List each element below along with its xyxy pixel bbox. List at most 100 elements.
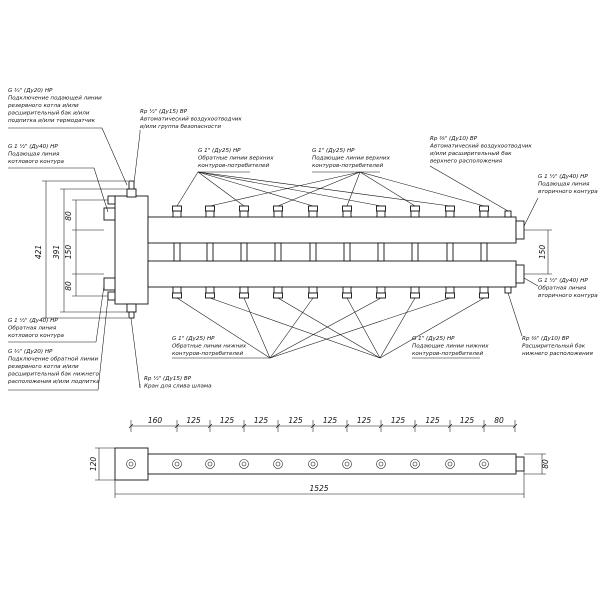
- leader-line: [359, 171, 416, 207]
- plan-port-outer: [205, 459, 215, 469]
- leader-line: [101, 127, 128, 186]
- lower-branch-thread: [308, 292, 318, 299]
- dim-plan-160: 160: [148, 416, 163, 425]
- plan-port-inner: [310, 461, 316, 467]
- lower-branch-thread: [445, 292, 455, 299]
- dim-80-bottom: 80: [64, 281, 73, 291]
- lower-branch-thread: [273, 292, 283, 299]
- dim-80-top: 80: [64, 211, 73, 221]
- lower-secondary-outlet: [515, 264, 525, 284]
- upper-branch-thread: [410, 205, 420, 212]
- leader-line: [346, 297, 381, 359]
- callout-upper-returns: G 1" (Ду25) НР Обратные линии верхних ко…: [198, 148, 275, 169]
- plan-port-outer: [342, 459, 352, 469]
- plan-port-outer: [376, 459, 386, 469]
- dim-slash: [207, 423, 213, 429]
- branch-riser: [274, 242, 282, 262]
- plan-port-inner: [378, 461, 384, 467]
- leader-line: [209, 171, 361, 207]
- callout-lower-supplies: G 1" (Ду25) НР Подающие линии нижних кон…: [412, 336, 490, 357]
- dim-slash: [412, 423, 418, 429]
- lower-branch-thread: [342, 292, 352, 299]
- separator-top-fitting: [126, 188, 137, 198]
- lower-branch-thread: [205, 292, 215, 299]
- dim-150: 150: [64, 245, 73, 260]
- lower-branch-nipple: [239, 286, 249, 294]
- upper-branch-thread: [479, 205, 489, 212]
- leader-line: [197, 171, 451, 207]
- dim-slash: [378, 423, 384, 429]
- dim-right-150: 150: [538, 245, 547, 260]
- dim-plan-80-right: 80: [541, 459, 550, 469]
- dim-slash: [344, 423, 350, 429]
- branch-riser: [343, 242, 351, 262]
- upper-branch-nipple: [479, 210, 489, 218]
- leader-line: [197, 171, 382, 207]
- upper-branch-thread: [205, 205, 215, 212]
- plan-port-outer: [308, 459, 318, 469]
- callout-boiler-supply: G 1 ½" (Ду40) НР Подающая линия котловог…: [8, 143, 64, 165]
- callout-boiler-return: G 1 ½" (Ду40) НР Обратная линия котловог…: [8, 317, 64, 339]
- upper-branch-nipple: [273, 210, 283, 218]
- reserve-bottom-connection: [107, 291, 116, 301]
- upper-branch-nipple: [376, 210, 386, 218]
- leader-line: [523, 197, 539, 227]
- dim-height-inner: 391: [52, 245, 61, 259]
- separator-bottom-nipple: [128, 311, 135, 319]
- dim-plan-125: 125: [186, 416, 201, 425]
- dim-slash: [481, 423, 487, 429]
- upper-branch-nipple: [342, 210, 352, 218]
- leader-line: [429, 165, 509, 212]
- callouts: G ¾" (Ду20) НР Подключение подающей лини…: [7, 88, 598, 390]
- leader-line: [269, 297, 382, 359]
- callout-lower-expansion: Rp ⅜" (Ду10) ВР Расширительный бак нижне…: [522, 336, 593, 357]
- callout-upper-supplies: G 1" (Ду25) НР Подающие линии верхних ко…: [312, 148, 392, 169]
- dim-slash: [310, 423, 316, 429]
- boiler-supply-connection: [103, 207, 116, 221]
- lower-branch-thread: [410, 292, 420, 299]
- branch-riser: [206, 242, 214, 262]
- leader-line: [130, 317, 141, 389]
- plan-port-inner: [207, 461, 213, 467]
- lower-branch-nipple: [445, 286, 455, 294]
- leader-line: [346, 171, 361, 207]
- lower-branch-nipple: [205, 286, 215, 294]
- dim-slash: [174, 423, 180, 429]
- upper-right-vent: [504, 210, 512, 218]
- plan-port-inner: [241, 461, 247, 467]
- consumer-branches: [172, 205, 489, 299]
- leader-line: [269, 297, 451, 359]
- plan-port-inner: [174, 461, 180, 467]
- dim-height-total: 421: [34, 245, 43, 259]
- branch-riser: [309, 242, 317, 262]
- reserve-top-connection: [107, 195, 116, 205]
- leader-line: [97, 297, 109, 391]
- dim-plan-125: 125: [288, 416, 303, 425]
- branch-riser: [173, 242, 181, 262]
- lower-branch-nipple: [273, 286, 283, 294]
- plan-port-outer: [172, 459, 182, 469]
- leader-line: [379, 297, 485, 359]
- leader-line: [277, 297, 381, 359]
- plan-right-outlet: [515, 456, 525, 472]
- lower-branch-thread: [172, 292, 182, 299]
- dim-slash: [241, 423, 247, 429]
- plan-port-outer: [445, 459, 455, 469]
- plan-port-inner: [344, 461, 350, 467]
- plan-port-outer: [239, 459, 249, 469]
- leader-line: [133, 132, 141, 184]
- upper-secondary-outlet: [515, 220, 525, 240]
- plan-port-inner: [481, 461, 487, 467]
- lower-branch-nipple: [410, 286, 420, 294]
- plan-port-inner: [412, 461, 418, 467]
- branch-riser: [377, 242, 385, 262]
- plan-port-outer: [479, 459, 489, 469]
- dim-plan-125: 125: [357, 416, 372, 425]
- upper-branch-nipple: [445, 210, 455, 218]
- leader-line: [93, 167, 109, 213]
- callout-reserve-return: G ¾" (Ду20) НР Подключение обратной лини…: [7, 349, 101, 385]
- upper-branch-thread: [376, 205, 386, 212]
- dim-slash: [512, 423, 518, 429]
